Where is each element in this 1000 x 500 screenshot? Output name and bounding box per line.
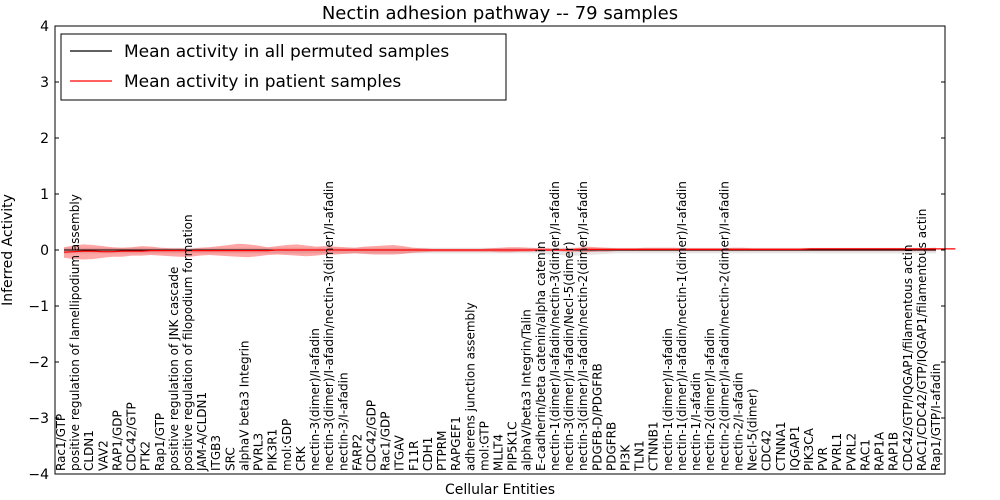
x-tick-label: VAV2: [96, 440, 110, 471]
y-tick-label: −4: [28, 467, 49, 483]
x-tick-label: nectin-3(dimer)/I-afadin/nectin-2(dimer)…: [576, 181, 590, 471]
y-tick-label: 1: [40, 187, 49, 203]
x-tick-label: nectin-1(dimer)/I-afadin/nectin-1(dimer)…: [675, 181, 689, 471]
x-tick-label: adherens junction assembly: [463, 302, 477, 471]
x-tick-label: CTNNA1: [774, 421, 788, 471]
y-tick-label: 4: [40, 19, 49, 35]
x-tick-label: PI3K: [619, 444, 633, 471]
x-tick-label: JAM-A/CLDN1: [195, 392, 209, 472]
x-tick-label: nectin-1(dimer)/I-afadin/nectin-3(dimer)…: [548, 181, 562, 471]
legend: Mean activity in all permuted samples Me…: [60, 33, 507, 101]
x-axis-label: Cellular Entities: [445, 482, 555, 498]
patient-range-band: [64, 243, 936, 260]
x-tick-label: MLLT4: [492, 434, 506, 471]
y-axis-ticks: −4 −3 −2 −1 0 1 2 3 4: [28, 19, 945, 483]
x-tick-label: nectin-3(dimer)/I-afadin: [308, 328, 322, 471]
x-tick-label: nectin-1(dimer)/I-afadin: [661, 328, 675, 471]
x-tick-label: ITGAV: [393, 434, 407, 471]
x-tick-label: Necl-5(dimer): [746, 388, 760, 471]
mean-activity-lines: [63, 248, 956, 253]
legend-box: [60, 33, 507, 101]
y-tick-label: 2: [40, 131, 49, 147]
x-tick-label: PTK2: [139, 441, 153, 471]
x-tick-label: CDC42/GTP/IQGAP1/filamentous actin: [901, 245, 915, 471]
x-tick-label: nectin-2(dimer)/I-afadin/nectin-2(dimer)…: [717, 181, 731, 471]
x-tick-label: positive regulation of filopodium format…: [181, 214, 195, 471]
x-tick-label: alphaV/beta3 Integrin/Talin: [520, 309, 534, 471]
x-tick-label: ITGB3: [209, 435, 223, 471]
x-tick-label: PDGFRB: [604, 422, 618, 471]
y-tick-label: 0: [40, 243, 49, 259]
x-tick-label: FARP2: [350, 434, 364, 471]
x-tick-label: RAC1/CDC42/GTP/IQGAP1/filamentous actin: [915, 209, 929, 471]
x-tick-label: PVRL1: [830, 433, 844, 471]
x-tick-label: RAP1/GDP: [111, 410, 125, 471]
x-tick-label: RAPGEF1: [449, 416, 463, 471]
chart-title: Nectin adhesion pathway -- 79 samples: [322, 3, 678, 24]
x-tick-label: nectin-2/I-afadin: [731, 372, 745, 471]
x-tick-label: CDC42/GTP: [125, 402, 139, 471]
x-tick-label: mol:GDP: [280, 419, 294, 471]
x-tick-label: IQGAP1: [788, 426, 802, 471]
x-tick-label: RAC1: [858, 439, 872, 471]
x-tick-label: PVRL2: [844, 433, 858, 471]
x-tick-label: Rap1/GTP/I-afadin: [929, 363, 943, 471]
x-tick-label: Rac1/GTP: [54, 414, 68, 471]
y-tick-label: −3: [28, 411, 49, 427]
x-tick-label: nectin-3(dimer)/I-afadin/Necl-5(dimer): [562, 241, 576, 471]
x-tick-label: F11R: [407, 440, 421, 471]
y-tick-label: −1: [28, 299, 49, 315]
x-tick-label: CRK: [294, 445, 308, 471]
legend-label-patient: Mean activity in patient samples: [124, 72, 401, 92]
x-tick-label: positive regulation of lamellipodium ass…: [68, 194, 82, 471]
legend-label-permuted: Mean activity in all permuted samples: [124, 42, 449, 62]
x-tick-label: PIK3R1: [266, 429, 280, 471]
y-tick-label: 3: [40, 75, 49, 91]
x-tick-label: PVR: [816, 447, 830, 471]
x-tick-label: nectin-3/I-afadin: [336, 372, 350, 471]
x-tick-label: nectin-1/I-afadin: [689, 372, 703, 471]
x-tick-label: PDGFB-D/PDGFRB: [590, 363, 604, 471]
x-tick-label: mol:GTP: [477, 421, 491, 471]
x-tick-label: CDC42: [760, 430, 774, 471]
x-tick-label: PIK3CA: [802, 427, 816, 471]
x-tick-label: Rac1/GDP: [379, 412, 393, 471]
x-tick-label: Rap1/GTP: [153, 413, 167, 471]
x-tick-label: CLDN1: [82, 430, 96, 471]
x-tick-label: E-cadherin/beta catenin/alpha catenin: [534, 241, 548, 471]
x-tick-label: RAP1A: [873, 431, 887, 471]
x-tick-label: RAP1B: [887, 432, 901, 471]
x-tick-label: TLN1: [633, 440, 647, 472]
y-tick-label: −2: [28, 355, 49, 371]
x-tick-label: SRC: [223, 447, 237, 471]
x-tick-label: PVRL3: [252, 433, 266, 471]
x-tick-label: PIP5K1C: [506, 421, 520, 471]
x-tick-label: CDH1: [421, 437, 435, 471]
x-tick-label: CDC42/GDP: [365, 400, 379, 471]
plot-area-frame: [54, 25, 946, 475]
x-tick-label: nectin-2(dimer)/I-afadin: [703, 328, 717, 471]
x-tick-label: nectin-3(dimer)/I-afadin/nectin-3(dimer)…: [322, 181, 336, 471]
x-tick-label: alphaV beta3 Integrin: [238, 340, 252, 471]
x-tick-label: positive regulation of JNK cascade: [167, 267, 181, 471]
x-tick-label: PTPRM: [435, 431, 449, 472]
y-axis-label: Inferred Activity: [0, 194, 16, 306]
patient-mean-line: [63, 248, 956, 253]
x-tick-label: CTNNB1: [647, 421, 661, 471]
